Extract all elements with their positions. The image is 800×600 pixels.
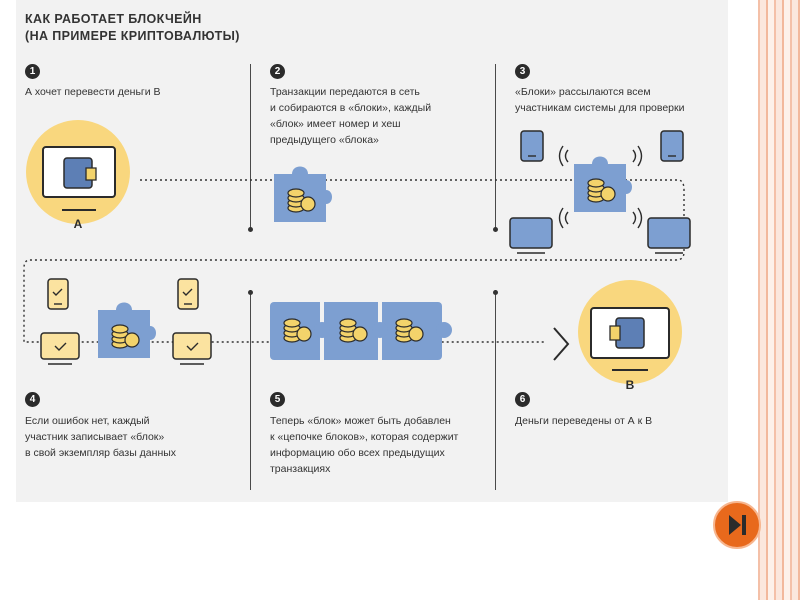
- separator-4-5: [250, 290, 251, 490]
- signal-waves-icon: [632, 145, 643, 167]
- checked-phone-icon: [47, 278, 69, 310]
- play-next-icon: [729, 515, 746, 535]
- step-6-text: Деньги переведены от А к В: [515, 415, 653, 427]
- blockchain-infographic: КАК РАБОТАЕТ БЛОКЧЕЙН (НА ПРИМЕРЕ КРИПТО…: [16, 0, 728, 502]
- step-4-text: Если ошибок нет, каждый участник записыв…: [25, 415, 177, 459]
- step-5-number: 5: [270, 392, 285, 407]
- separator-dot: [493, 227, 498, 232]
- separator-dot: [493, 290, 498, 295]
- step-3-text: «Блоки» рассылаются всем участникам сист…: [515, 86, 685, 114]
- party-a-label: А: [74, 217, 83, 231]
- transaction-path: [23, 179, 685, 343]
- party-b-label: B: [626, 378, 635, 392]
- step-3-number: 3: [515, 64, 530, 79]
- flow-illustration: А: [23, 120, 691, 392]
- step-2-text: Транзакции передаются в сеть и собираютс…: [270, 86, 432, 146]
- party-b-illustration: [578, 280, 682, 384]
- separator-5-6: [495, 290, 496, 490]
- signal-waves-icon: [558, 207, 569, 229]
- arrow-head-icon: [553, 327, 570, 361]
- party-a-illustration: [26, 120, 130, 224]
- signal-waves-icon: [632, 207, 643, 229]
- separator-dot: [248, 227, 253, 232]
- checked-monitor-icon: [40, 332, 80, 365]
- separator-2-3: [495, 64, 496, 230]
- separator-1-2: [250, 64, 251, 230]
- step-6-number: 6: [515, 392, 530, 407]
- phone-icon: [520, 130, 544, 162]
- broadcast-block-icon: [574, 157, 632, 213]
- decorative-border: [758, 0, 800, 600]
- monitor-icon: [647, 217, 691, 254]
- block-icon: [274, 167, 332, 223]
- signal-waves-icon: [558, 145, 569, 167]
- checked-phone-icon: [177, 278, 199, 310]
- separator-dot: [248, 290, 253, 295]
- step-5-text: Теперь «блок» может быть добавлен к «цеп…: [270, 415, 459, 475]
- step-2-number: 2: [270, 64, 285, 79]
- step-4-number: 4: [25, 392, 40, 407]
- step-1-text: А хочет перевести деньги В: [25, 86, 161, 98]
- infographic-title: КАК РАБОТАЕТ БЛОКЧЕЙН (НА ПРИМЕРЕ КРИПТО…: [25, 11, 240, 45]
- verified-block-icon: [98, 303, 156, 359]
- next-slide-button[interactable]: [713, 501, 761, 549]
- checked-monitor-icon: [172, 332, 212, 365]
- title-line-1: КАК РАБОТАЕТ БЛОКЧЕЙН: [25, 12, 202, 26]
- phone-icon: [660, 130, 684, 162]
- title-line-2: (НА ПРИМЕРЕ КРИПТОВАЛЮТЫ): [25, 29, 240, 43]
- step-1-number: 1: [25, 64, 40, 79]
- monitor-icon: [509, 217, 553, 254]
- block-chain: [270, 302, 452, 360]
